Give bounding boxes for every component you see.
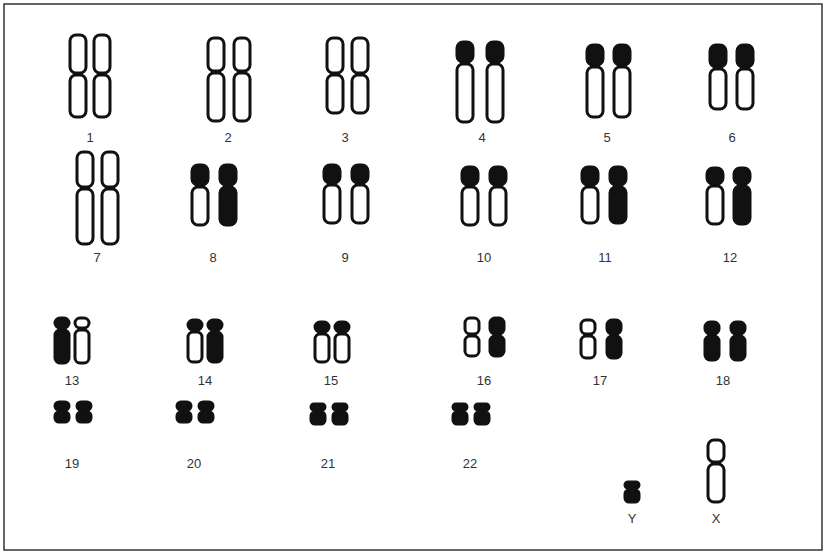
chromosome-number: 22 xyxy=(463,457,477,470)
chromosome-number: 15 xyxy=(324,374,338,387)
chromosome-number: 20 xyxy=(187,457,201,470)
chromosome-number: 14 xyxy=(198,374,212,387)
chromosome-number: 11 xyxy=(598,251,612,264)
chromosome-number: 4 xyxy=(478,131,485,144)
chromosome-number: 18 xyxy=(716,374,730,387)
chromosome-number: 2 xyxy=(224,131,231,144)
chromosome-number: 21 xyxy=(321,457,335,470)
chromosome-number: 6 xyxy=(728,131,735,144)
chromosome-number: 13 xyxy=(65,374,79,387)
chromosome-number: X xyxy=(712,512,721,525)
chromosome-number: 1 xyxy=(86,131,93,144)
chromosome-number: 5 xyxy=(603,131,610,144)
chromosome-number: 12 xyxy=(723,251,737,264)
chromosome-number: 16 xyxy=(477,374,491,387)
chromosome-number: 8 xyxy=(209,251,216,264)
chromosome-number: 10 xyxy=(477,251,491,264)
chromosome-number: 19 xyxy=(65,457,79,470)
chromosome-number: Y xyxy=(628,512,637,525)
chromosome-number: 7 xyxy=(93,251,100,264)
chromosome-number: 3 xyxy=(341,131,348,144)
chromosome-number: 17 xyxy=(593,374,607,387)
chromosome-number: 9 xyxy=(341,251,348,264)
